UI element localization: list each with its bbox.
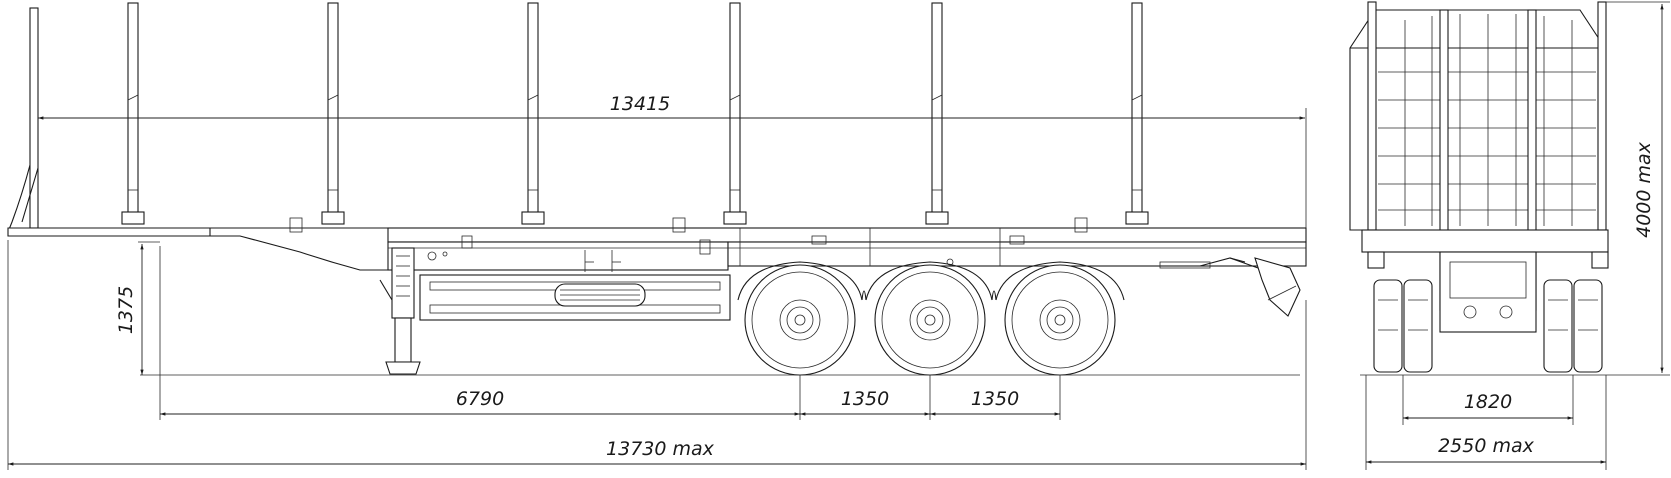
overall-height-label: 4000 max (1633, 141, 1655, 238)
dimension-axle-spacing: 1350 1350 (800, 388, 1060, 416)
axle-spacing-2-label: 1350 (971, 388, 1019, 410)
dimension-overall-width: 2550 max (1365, 375, 1607, 470)
rear-view: 4000 max 1820 2550 max (1349, 1, 1670, 470)
frame-fittings (289, 217, 1088, 266)
rear-bumper (1229, 257, 1301, 317)
side-view: 13415 1375 6790 1350 1350 13730 max (7, 2, 1307, 470)
track-width-label: 1820 (1464, 391, 1512, 413)
dimension-platform-length: 13415 (38, 93, 1307, 228)
fifth-wheel-height-label: 1375 (115, 286, 137, 334)
side-rack (419, 250, 731, 321)
headboard-grid (1378, 9, 1596, 311)
platform-length-label: 13415 (610, 93, 670, 115)
kingpin-to-axle-label: 6790 (456, 388, 504, 410)
rear-tyres (1373, 279, 1603, 373)
wheel-3 (1004, 264, 1116, 376)
wheel-1 (744, 264, 856, 376)
landing-gear (379, 247, 421, 375)
axle-spacing-1-label: 1350 (841, 388, 889, 410)
wheel-2 (874, 264, 986, 376)
stakes (29, 2, 1149, 229)
dimension-track-width: 1820 (1402, 375, 1574, 425)
dimension-kingpin-to-axle: 6790 (159, 246, 1061, 420)
overall-length-label: 13730 max (606, 438, 715, 460)
wheels (744, 264, 1116, 376)
dimension-fifth-wheel-height: 1375 (115, 241, 160, 375)
dimension-overall-length: 13730 max (7, 240, 1307, 470)
dimension-overall-height: 4000 max (1606, 1, 1670, 376)
overall-width-label: 2550 max (1438, 435, 1535, 457)
frame (7, 227, 1307, 271)
